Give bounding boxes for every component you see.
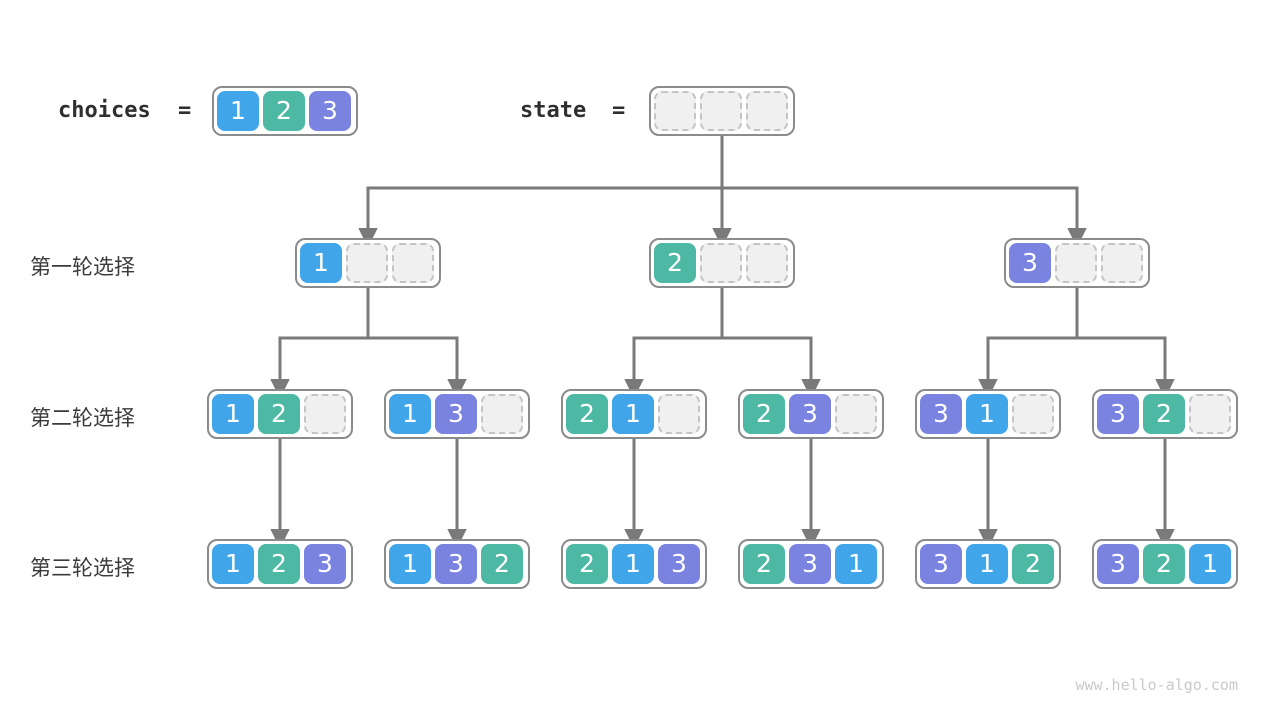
array-cell-2: 2 bbox=[566, 394, 608, 434]
array-cell-3: 3 bbox=[1097, 394, 1139, 434]
array-cell-3: 3 bbox=[789, 544, 831, 584]
array-cell-2: 2 bbox=[743, 544, 785, 584]
array-cell-1: 1 bbox=[1189, 544, 1231, 584]
array-cell-1: 1 bbox=[835, 544, 877, 584]
array-cell-2: 2 bbox=[743, 394, 785, 434]
array-cell-3: 3 bbox=[435, 394, 477, 434]
array-cell-1: 1 bbox=[212, 544, 254, 584]
array-cell-empty bbox=[346, 243, 388, 283]
array-cell-empty bbox=[304, 394, 346, 434]
array-cell-empty bbox=[700, 91, 742, 131]
state-box-2: 2 bbox=[649, 238, 795, 288]
array-cell-3: 3 bbox=[658, 544, 700, 584]
array-cell-2: 2 bbox=[1143, 544, 1185, 584]
array-cell-2: 2 bbox=[258, 394, 300, 434]
array-cell-1: 1 bbox=[966, 544, 1008, 584]
array-cell-3: 3 bbox=[435, 544, 477, 584]
array-cell-empty bbox=[481, 394, 523, 434]
array-cell-empty bbox=[746, 243, 788, 283]
array-cell-1: 1 bbox=[217, 91, 259, 131]
round-2-label: 第二轮选择 bbox=[30, 407, 135, 430]
array-cell-3: 3 bbox=[309, 91, 351, 131]
array-cell-1: 1 bbox=[966, 394, 1008, 434]
array-cell-empty bbox=[654, 91, 696, 131]
array-cell-1: 1 bbox=[300, 243, 342, 283]
array-cell-empty bbox=[392, 243, 434, 283]
state-box-1: 1 bbox=[295, 238, 441, 288]
array-cell-3: 3 bbox=[920, 544, 962, 584]
array-cell-empty bbox=[700, 243, 742, 283]
array-cell-3: 3 bbox=[1097, 544, 1139, 584]
array-cell-2: 2 bbox=[1012, 544, 1054, 584]
array-cell-1: 1 bbox=[389, 544, 431, 584]
array-cell-empty bbox=[1012, 394, 1054, 434]
array-cell-1: 1 bbox=[612, 394, 654, 434]
choices-label: choices bbox=[58, 98, 151, 123]
array-cell-2: 2 bbox=[566, 544, 608, 584]
watermark: www.hello-algo.com bbox=[1075, 676, 1238, 694]
array-cell-3: 3 bbox=[1009, 243, 1051, 283]
array-cell-1: 1 bbox=[212, 394, 254, 434]
state-box-3: 3 bbox=[1004, 238, 1150, 288]
array-cell-2: 2 bbox=[654, 243, 696, 283]
state-label: state bbox=[520, 98, 587, 123]
array-cell-empty bbox=[1055, 243, 1097, 283]
array-cell-empty bbox=[1101, 243, 1143, 283]
array-cell-2: 2 bbox=[481, 544, 523, 584]
array-cell-3: 3 bbox=[789, 394, 831, 434]
array-cell-empty bbox=[1189, 394, 1231, 434]
array-cell-3: 3 bbox=[920, 394, 962, 434]
array-cell-2: 2 bbox=[258, 544, 300, 584]
array-cell-empty bbox=[658, 394, 700, 434]
array-cell-2: 2 bbox=[1143, 394, 1185, 434]
round-3-label: 第三轮选择 bbox=[30, 557, 135, 580]
state-equals-sign: = bbox=[612, 98, 626, 123]
array-cell-empty bbox=[746, 91, 788, 131]
array-cell-2: 2 bbox=[263, 91, 305, 131]
array-cell-1: 1 bbox=[389, 394, 431, 434]
array-cell-3: 3 bbox=[304, 544, 346, 584]
state-array-box bbox=[649, 86, 795, 136]
round-1-label: 第一轮选择 bbox=[30, 256, 135, 279]
choices-equals-sign: = bbox=[178, 98, 192, 123]
array-cell-1: 1 bbox=[612, 544, 654, 584]
array-cell-empty bbox=[835, 394, 877, 434]
